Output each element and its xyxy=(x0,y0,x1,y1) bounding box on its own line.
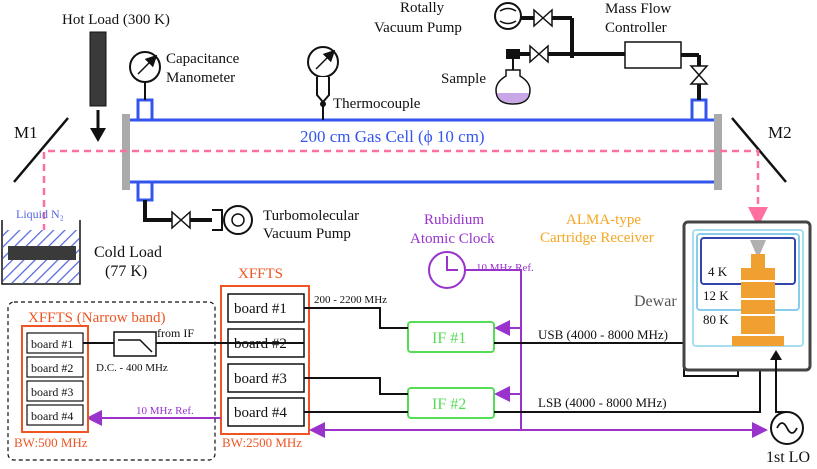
feed-horn-icon xyxy=(750,240,766,254)
rotary-pump-label-2: Vacuum Pump xyxy=(374,20,462,36)
gas-cell-port-right-top xyxy=(690,98,708,120)
sample-fitting xyxy=(506,49,520,59)
if1-box xyxy=(407,321,495,353)
mirror-m1 xyxy=(13,117,69,183)
liquid-n2-label: Liquid N₂ xyxy=(16,207,64,221)
rotary-pump-icon xyxy=(494,2,522,30)
board-1-label: board #1 xyxy=(234,301,287,317)
sample-label: Sample xyxy=(441,71,486,87)
turbo-pump-icon xyxy=(223,205,253,235)
cold-load-label-1: Cold Load xyxy=(94,244,162,261)
lo-sine-icon xyxy=(776,422,798,434)
pipe-turbo xyxy=(143,200,172,222)
narrow-board-2-box xyxy=(26,356,84,378)
xffts-label: XFFTS xyxy=(238,266,283,282)
board-4-label: board #4 xyxy=(234,405,287,421)
cold-load-label-2: (77 K) xyxy=(105,263,147,280)
clock-ref-line xyxy=(465,269,522,430)
mfc-label-2: Controller xyxy=(605,20,667,36)
alma-label-2: Cartridge Receiver xyxy=(540,230,654,246)
valve-cell-icon xyxy=(689,65,709,85)
narrow-board-2-label: board #2 xyxy=(31,361,73,375)
thermocouple-needle xyxy=(315,49,336,70)
receiver-body-4 xyxy=(741,316,775,334)
hot-load-block xyxy=(89,31,107,107)
stage-4k-label: 4 K xyxy=(708,264,728,279)
board-3-box xyxy=(227,363,305,393)
valve-sample-icon xyxy=(529,44,549,64)
dc400-label: D.C. - 400 MHz xyxy=(96,362,168,374)
gas-cell-label: 200 cm Gas Cell (ϕ 10 cm) xyxy=(300,127,485,146)
mirror-m2-label: M2 xyxy=(768,123,792,142)
hot-load-label: Hot Load (300 K) xyxy=(62,12,170,28)
if2-label: IF #2 xyxy=(432,396,466,413)
receiver-body-3 xyxy=(741,300,775,314)
cold-load-dewar xyxy=(1,220,81,285)
rubidium-label-1: Rubidium xyxy=(424,212,484,228)
sample-liquid xyxy=(497,93,529,103)
turbo-label-2: Vacuum Pump xyxy=(263,226,351,242)
lowpass-filter-box xyxy=(113,331,157,357)
ten-mhz-ref-label-2: 10 MHz Ref. xyxy=(136,405,194,417)
manometer-label-1: Capacitance xyxy=(166,51,240,67)
thermocouple-label: Thermocouple xyxy=(333,96,421,112)
thermocouple-tip xyxy=(320,101,326,107)
lo-arrowhead xyxy=(770,350,782,360)
first-lo-label: 1st LO xyxy=(766,449,810,466)
narrow-board-4-box xyxy=(26,404,84,426)
lsb-label: LSB (4000 - 8000 MHz) xyxy=(538,395,667,410)
wire-board1-if1 xyxy=(304,307,408,329)
gas-cell-port-left-bottom xyxy=(136,182,154,202)
board-4-box xyxy=(227,397,305,427)
beam-path xyxy=(42,149,768,255)
receiver-flange xyxy=(732,336,784,346)
alma-label-1: ALMA-type xyxy=(566,212,641,228)
receiver-body-1 xyxy=(741,268,775,280)
turbo-label-1: Turbomolecular xyxy=(263,208,359,224)
wire-board3-if2 xyxy=(304,377,408,395)
valve-rotary-icon xyxy=(533,8,553,28)
narrow-outer-dashed xyxy=(7,301,216,461)
manometer-label-2: Manometer xyxy=(166,70,235,86)
turbo-pump-rotor xyxy=(231,213,245,227)
valve-turbo-icon xyxy=(171,210,191,230)
dewar-label: Dewar xyxy=(634,293,677,310)
receiver-top xyxy=(751,254,765,268)
mfc-label-1: Mass Flow xyxy=(605,1,671,17)
narrow-board-3-box xyxy=(26,380,84,402)
narrow-board-1-label: board #1 xyxy=(31,337,73,351)
cold-load-absorber xyxy=(8,246,76,260)
thermocouple-body xyxy=(316,77,330,104)
range-label: 200 - 2200 MHz xyxy=(314,294,387,306)
clock-hands xyxy=(446,256,458,271)
board-3-label: board #3 xyxy=(234,371,287,387)
lowpass-filter-icon xyxy=(118,339,153,353)
gas-cell-port-left-top xyxy=(136,98,154,120)
if1-label: IF #1 xyxy=(432,330,466,347)
bw500-label: BW:500 MHz xyxy=(14,435,88,450)
gas-cell-window-right xyxy=(714,114,722,190)
stage-12k-label: 12 K xyxy=(703,288,729,303)
board-1-box xyxy=(227,293,305,323)
from-if-label: from IF xyxy=(157,326,194,340)
turbo-pump-flange xyxy=(212,209,223,231)
narrow-xffts-label: XFFTS (Narrow band) xyxy=(28,310,165,326)
if2-box xyxy=(407,387,495,419)
usb-label: USB (4000 - 8000 MHz) xyxy=(538,327,668,342)
mirror-m1-label: M1 xyxy=(14,123,38,142)
rubidium-label-2: Atomic Clock xyxy=(410,231,495,247)
narrow-board-4-label: board #4 xyxy=(31,409,73,423)
ten-mhz-ref-label: 10 MHz Ref. xyxy=(476,262,534,274)
rotary-pump-rotor xyxy=(499,7,517,25)
rotary-pump-label-1: Rotally xyxy=(400,0,445,16)
manometer-needle xyxy=(137,54,158,75)
stage-80k-label: 80 K xyxy=(703,312,729,327)
bw2500-label: BW:2500 MHz xyxy=(222,435,302,450)
hot-load-arrowhead xyxy=(90,128,106,142)
narrow-board-3-label: board #3 xyxy=(31,385,73,399)
receiver-body-2 xyxy=(741,282,775,298)
mass-flow-controller-box xyxy=(624,41,682,69)
